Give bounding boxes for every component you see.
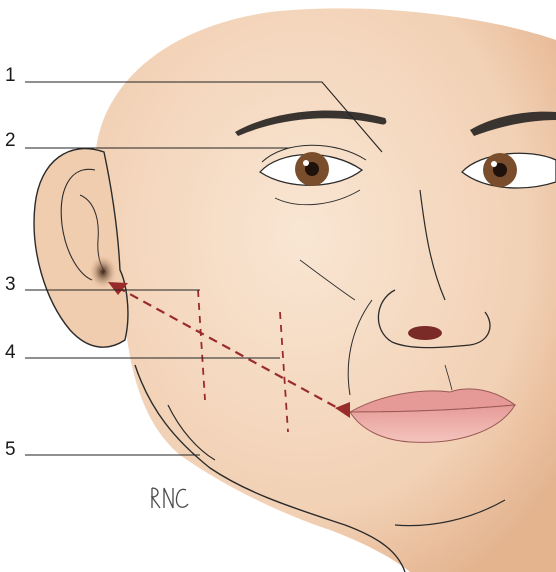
nostril (408, 326, 442, 340)
left-eye-highlight (491, 161, 497, 167)
artist-signature (152, 488, 188, 508)
callout-number-4: 4 (5, 343, 16, 362)
callout-number-3: 3 (5, 275, 16, 294)
callout-number-1: 1 (5, 66, 16, 85)
callout-number-2: 2 (5, 131, 16, 150)
right-eye-highlight (303, 160, 309, 166)
callout-number-5: 5 (5, 440, 16, 459)
